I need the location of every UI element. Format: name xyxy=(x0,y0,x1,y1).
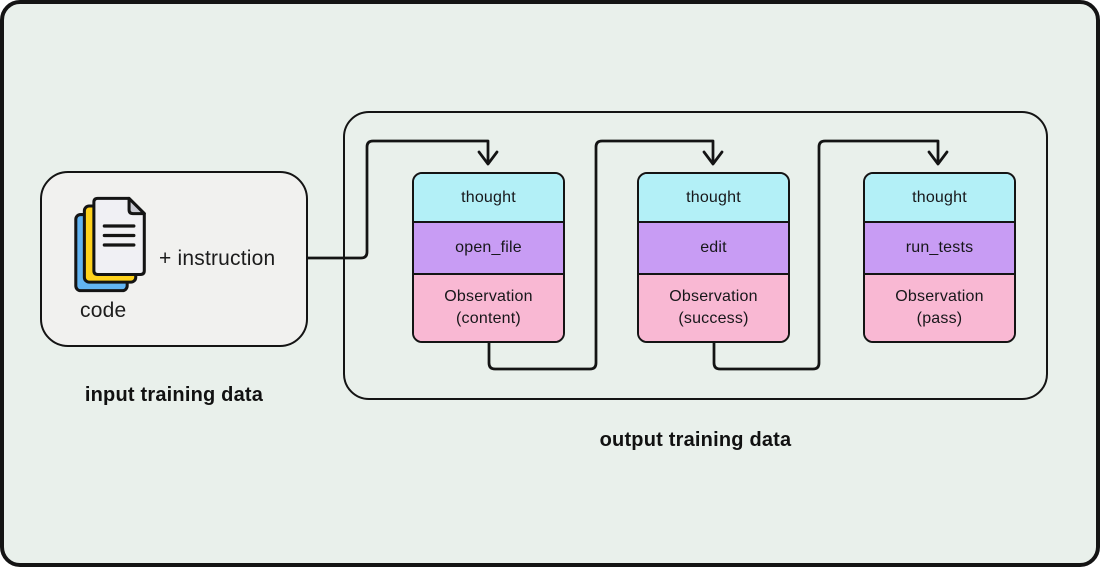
observation-detail: (content) xyxy=(456,310,521,327)
code-documents-icon xyxy=(74,196,146,293)
action-label: run_tests xyxy=(905,239,974,257)
arrowhead-step3 xyxy=(927,150,949,166)
action-label: open_file xyxy=(455,239,522,257)
arrowhead-step1 xyxy=(477,150,499,166)
thought-label: thought xyxy=(912,188,967,206)
agent-step-2: thought edit Observation (success) xyxy=(637,172,790,343)
instruction-label: + instruction xyxy=(159,247,276,270)
agent-step-1: thought open_file Observation (content) xyxy=(412,172,565,343)
observation-row: Observation (success) xyxy=(639,275,788,341)
action-row: edit xyxy=(639,221,788,275)
agent-step-3: thought run_tests Observation (pass) xyxy=(863,172,1016,343)
observation-label: Observation xyxy=(669,288,758,306)
action-row: run_tests xyxy=(865,221,1014,275)
thought-label: thought xyxy=(461,188,516,206)
input-card: code + instruction xyxy=(40,171,308,347)
connector-input-to-step1 xyxy=(306,139,490,260)
connector-step1-to-step2 xyxy=(487,139,715,371)
thought-row: thought xyxy=(414,174,563,221)
thought-label: thought xyxy=(686,188,741,206)
observation-label: Observation xyxy=(895,288,984,306)
connector-step2-to-step3 xyxy=(712,139,940,371)
observation-detail: (pass) xyxy=(916,310,963,327)
output-caption: output training data xyxy=(599,429,792,451)
output-container xyxy=(343,111,1048,400)
thought-row: thought xyxy=(639,174,788,221)
code-label: code xyxy=(80,299,127,322)
arrowhead-step2 xyxy=(702,150,724,166)
input-caption: input training data xyxy=(84,384,264,406)
thought-row: thought xyxy=(865,174,1014,221)
observation-label: Observation xyxy=(444,288,533,306)
observation-row: Observation (pass) xyxy=(865,275,1014,341)
action-row: open_file xyxy=(414,221,563,275)
action-label: edit xyxy=(700,239,727,257)
observation-row: Observation (content) xyxy=(414,275,563,341)
observation-detail: (success) xyxy=(678,310,749,327)
